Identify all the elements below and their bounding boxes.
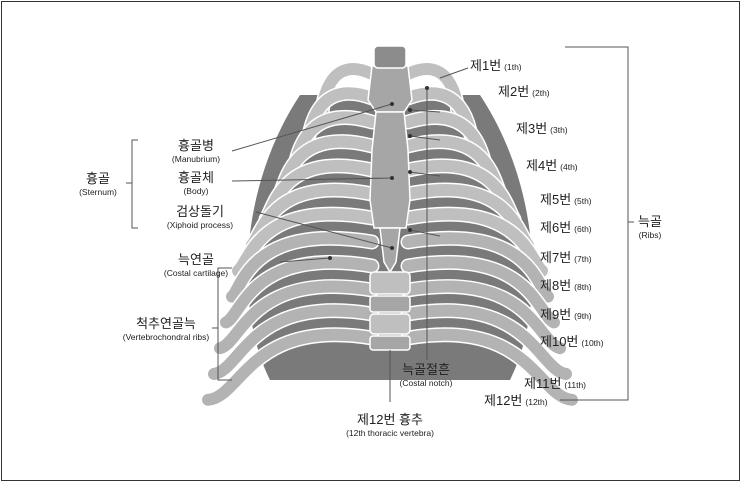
costal-notch-label: 늑골절흔 (402, 362, 450, 377)
rib-12-label-ko: 제12번 (484, 393, 522, 408)
rib-9-label-ko: 제9번 (540, 307, 571, 322)
rib-12-label-en: (12th) (525, 397, 547, 407)
rib-11-label-en: (11th) (564, 380, 586, 390)
vertebrochondral-label: 척추연골늑 (136, 316, 196, 331)
rib-7-label: 제7번(7th) (540, 250, 592, 265)
rib-4-label-ko: 제4번 (526, 158, 557, 173)
costal-cartilage-label: 늑연골 (178, 252, 214, 267)
rib-3-label-en: (3th) (550, 125, 568, 135)
rib-1-label-ko: 제1번 (470, 58, 501, 73)
rib-10-label: 제10번(10th) (540, 334, 604, 349)
rib-1-label: 제1번(1th) (470, 58, 522, 73)
rib-6-label-en: (6th) (574, 224, 592, 234)
thoracic12-label-en: (12th thoracic vertebra) (346, 428, 434, 438)
body-label: 흉골체 (178, 170, 214, 185)
rib-9-label: 제9번(9th) (540, 307, 592, 322)
body-label-en: (Body) (183, 186, 208, 196)
rib-10-label-ko: 제10번 (540, 334, 578, 349)
rib-3-label-ko: 제3번 (516, 121, 547, 136)
rib-10-label-en: (10th) (581, 338, 603, 348)
rib-9-label-en: (9th) (574, 311, 592, 321)
rib-4-label-en: (4th) (560, 162, 578, 172)
rib-7-label-ko: 제7번 (540, 250, 571, 265)
rib-8-label-en: (8th) (574, 282, 592, 292)
xiphoid-label-en: (Xiphoid process) (167, 220, 233, 230)
sternum-label: 흉골 (86, 171, 110, 186)
vertebrochondral-label-en: (Vertebrochondral ribs) (123, 332, 210, 342)
rib-6-label: 제6번(6th) (540, 220, 592, 235)
rib-2-label: 제2번(2th) (498, 84, 550, 99)
ribs-label: 늑골 (638, 214, 662, 229)
rib-5-label-en: (5th) (574, 196, 592, 206)
rib-7-label-en: (7th) (574, 254, 592, 264)
xiphoid-label: 검상돌기 (176, 204, 224, 219)
manubrium-label: 흉골병 (178, 138, 214, 153)
first-thoracic-vertebra (374, 46, 406, 68)
rib-8-label-ko: 제8번 (540, 278, 571, 293)
sternum-body (370, 112, 410, 228)
rib-11-label-ko: 제11번 (524, 376, 561, 391)
manubrium-label-en: (Manubrium) (172, 154, 220, 164)
thoracic12-label: 제12번 흉추 (357, 412, 423, 427)
ribs-label-en: (Ribs) (639, 230, 662, 240)
rib-1-label-en: (1th) (504, 62, 522, 72)
costal-notch-label-en: (Costal notch) (400, 378, 453, 388)
rib-11-label: 제11번(11th) (524, 376, 586, 391)
vertebral-column (370, 272, 410, 350)
rib-6-label-ko: 제6번 (540, 220, 571, 235)
rib-5-label-ko: 제5번 (540, 192, 571, 207)
rib-2-label-ko: 제2번 (498, 84, 529, 99)
sternum-label-en: (Sternum) (79, 187, 117, 197)
costal-cartilage-label-en: (Costal cartilage) (164, 268, 228, 278)
rib-5-label: 제5번(5th) (540, 192, 592, 207)
rib-3-label: 제3번(3th) (516, 121, 568, 136)
rib-12-label: 제12번(12th) (484, 393, 548, 408)
rib-2-label-en: (2th) (532, 88, 550, 98)
rib-8-label: 제8번(8th) (540, 278, 592, 293)
rib-4-label: 제4번(4th) (526, 158, 578, 173)
